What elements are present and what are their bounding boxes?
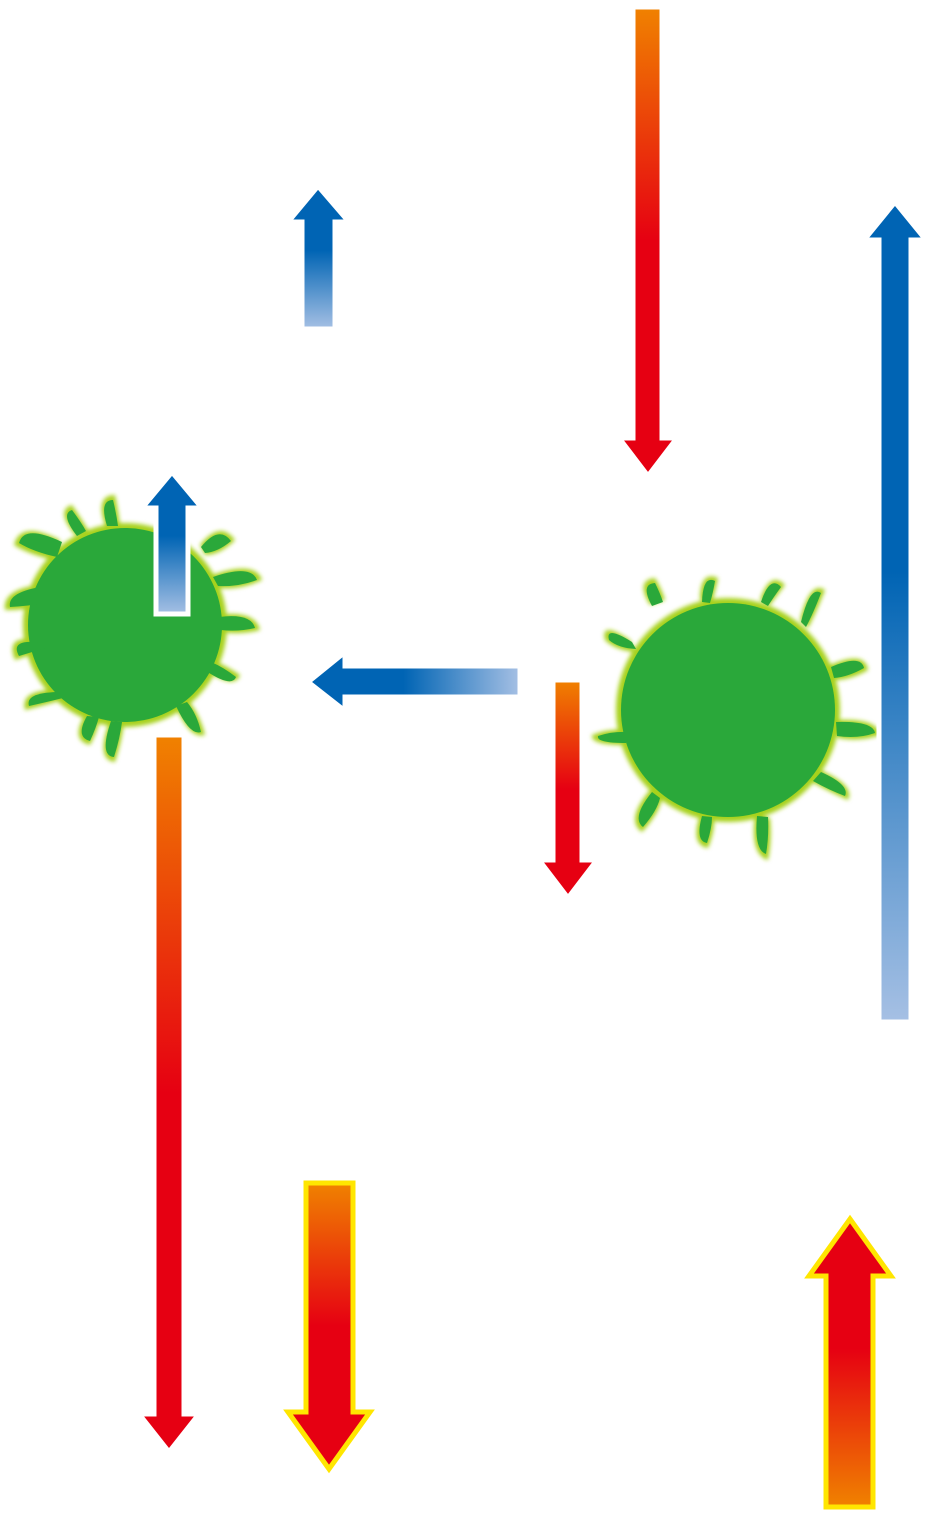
red-up-arrow-thick-bottom-right [804,1214,896,1510]
red-down-arrow-thick-bottom [283,1180,375,1474]
blue-left-arrow-center [303,646,523,717]
blue-up-arrow-small-top [282,182,355,332]
blue-up-arrow-on-left-splat [136,468,208,617]
green-splat-right [591,576,880,860]
green-splat-left [4,495,262,762]
red-down-arrow-short-center [533,677,603,903]
red-down-arrow-long-left [133,732,205,1457]
blue-up-arrow-long-right [858,198,932,1025]
red-down-arrow-long-top [613,4,683,481]
